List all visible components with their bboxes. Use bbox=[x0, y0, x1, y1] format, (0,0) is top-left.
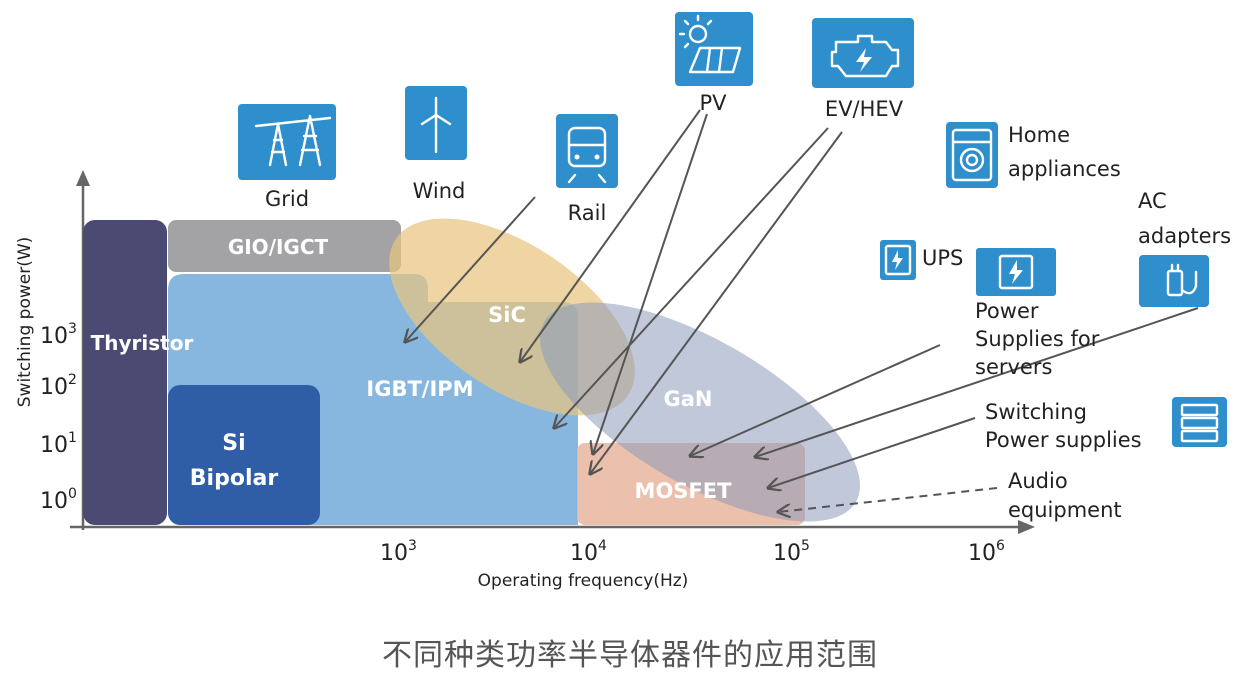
x-tick: 106 bbox=[968, 538, 1005, 566]
pv-arrow bbox=[520, 109, 701, 362]
solar-panel-icon bbox=[675, 12, 753, 86]
y-tick: 101 bbox=[40, 430, 77, 458]
y-axis-arrowhead bbox=[76, 170, 90, 186]
pv-arrow bbox=[593, 113, 708, 454]
x-tick: 105 bbox=[773, 538, 810, 566]
server-rack-icon bbox=[1172, 397, 1227, 447]
x-axis-arrowhead bbox=[1018, 520, 1035, 534]
svg-text:105: 105 bbox=[773, 538, 810, 566]
si-bipolar-label: Si bbox=[222, 431, 245, 456]
y-axis-label: Switching power(W) bbox=[15, 237, 35, 408]
ac-label: adapters bbox=[1138, 224, 1231, 248]
gio-igct-label: GIO/IGCT bbox=[228, 235, 329, 259]
x-axis-label: Operating frequency(Hz) bbox=[478, 571, 689, 591]
ac-label: AC bbox=[1138, 189, 1167, 213]
audio-label: Audio bbox=[1008, 469, 1068, 493]
power-tower-icon bbox=[238, 104, 336, 180]
si-bipolar-region bbox=[168, 385, 320, 525]
gan-label: GaN bbox=[664, 387, 713, 411]
grid-label: Grid bbox=[265, 187, 309, 211]
x-tick: 104 bbox=[570, 538, 607, 566]
x-tick: 103 bbox=[380, 538, 417, 566]
servers-label: Power bbox=[975, 299, 1039, 323]
gio-igct-region bbox=[168, 220, 401, 272]
svg-text:101: 101 bbox=[40, 430, 77, 458]
svg-text:103: 103 bbox=[380, 538, 417, 566]
ups-icon bbox=[880, 240, 916, 280]
switching-arrow bbox=[768, 417, 976, 488]
servers-label: servers bbox=[975, 355, 1052, 379]
ev-hev-arrow bbox=[590, 131, 843, 474]
pv-label: PV bbox=[699, 91, 727, 115]
sic-label: SiC bbox=[488, 303, 526, 327]
power-supply-icon bbox=[976, 248, 1056, 296]
gan-region bbox=[540, 302, 860, 522]
engine-icon bbox=[812, 18, 914, 88]
svg-text:103: 103 bbox=[40, 321, 77, 349]
audio-label: equipment bbox=[1008, 498, 1122, 522]
svg-text:100: 100 bbox=[40, 486, 77, 514]
figure-caption: 不同种类功率半导体器件的应用范围 bbox=[382, 638, 878, 673]
rail-label: Rail bbox=[568, 201, 607, 225]
home-label: appliances bbox=[1008, 157, 1121, 181]
si-bipolar-label: Bipolar bbox=[190, 466, 279, 491]
y-tick: 102 bbox=[40, 372, 77, 400]
ev-hev-label: EV/HEV bbox=[825, 97, 904, 121]
train-icon bbox=[556, 114, 618, 188]
thyristor-label: Thyristor bbox=[91, 331, 194, 355]
audio-arrow bbox=[778, 487, 998, 512]
wind-turbine-icon bbox=[405, 86, 467, 160]
switching-label: Switching bbox=[985, 400, 1087, 424]
igbt-ipm-label: IGBT/IPM bbox=[366, 377, 473, 401]
ac-adapters-arrow bbox=[755, 307, 1199, 457]
wind-label: Wind bbox=[413, 179, 466, 203]
ev-hev-arrow bbox=[554, 127, 829, 428]
home-label: Home bbox=[1008, 123, 1070, 147]
mosfet-label: MOSFET bbox=[635, 479, 733, 503]
y-tick: 103 bbox=[40, 321, 77, 349]
svg-text:104: 104 bbox=[570, 538, 607, 566]
washing-machine-icon bbox=[946, 122, 998, 188]
svg-text:106: 106 bbox=[968, 538, 1005, 566]
ac-adapter-icon bbox=[1139, 255, 1209, 307]
servers-arrow bbox=[690, 344, 941, 456]
y-tick: 100 bbox=[40, 486, 77, 514]
ups-label: UPS bbox=[922, 246, 963, 270]
svg-text:102: 102 bbox=[40, 372, 77, 400]
switching-label: Power supplies bbox=[985, 428, 1142, 452]
servers-label: Supplies for bbox=[975, 327, 1100, 351]
thyristor-region bbox=[83, 220, 167, 525]
rail-arrow bbox=[405, 196, 536, 342]
